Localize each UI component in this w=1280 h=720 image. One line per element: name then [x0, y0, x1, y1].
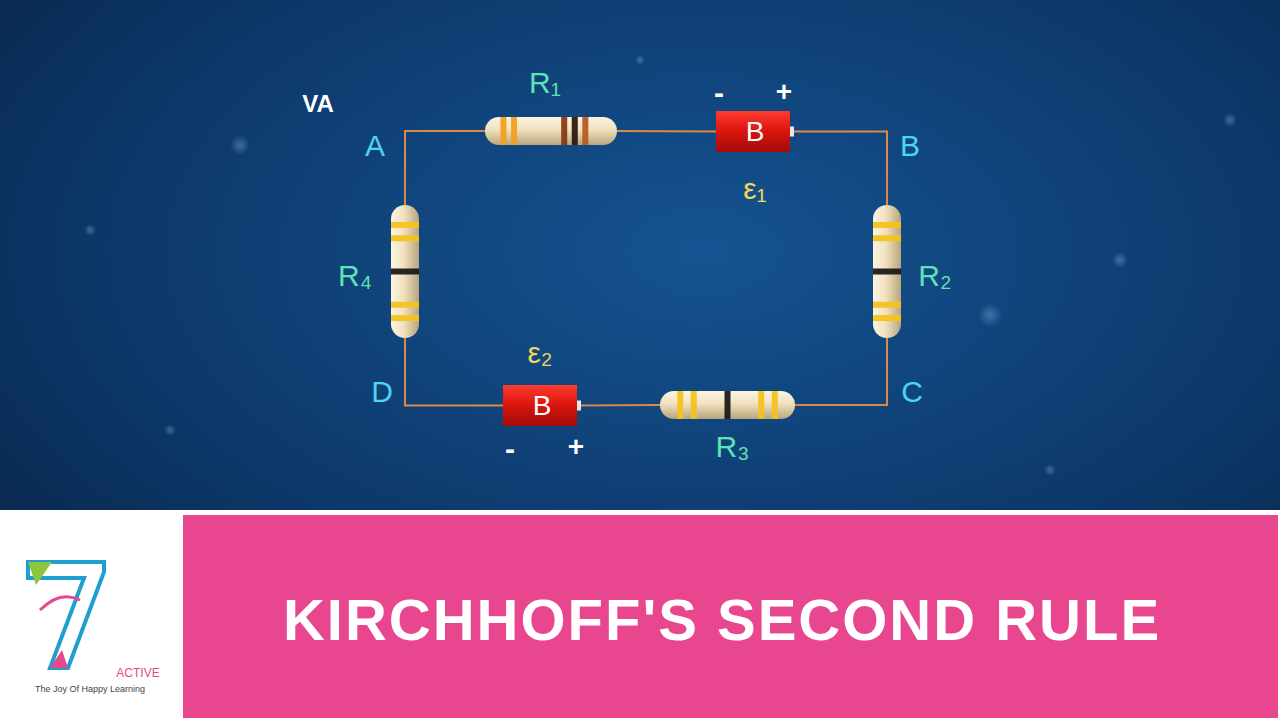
color-band	[391, 269, 419, 275]
color-band	[391, 235, 419, 241]
resistor-label: R₂	[918, 261, 951, 291]
battery-terminal	[577, 401, 581, 411]
resistor-label: R₁	[529, 68, 561, 98]
color-band	[391, 302, 419, 308]
logo-tagline: The Joy Of Happy Learning	[35, 685, 145, 694]
potential-label: VA	[302, 92, 334, 116]
circuit-wire	[405, 131, 485, 205]
color-band	[772, 391, 778, 419]
banner-ground	[0, 510, 1280, 720]
resistor-label: R₃	[716, 432, 750, 462]
color-band	[758, 391, 764, 419]
circuit-wire	[795, 338, 887, 405]
resistor-body	[873, 205, 901, 338]
junction-letter: C	[901, 377, 923, 407]
resistor: R₂	[873, 205, 901, 338]
battery-cell: Bε₁	[716, 111, 794, 152]
resistor-symbol	[391, 205, 419, 338]
resistor-body	[660, 391, 795, 419]
battery-cell: Bε₂	[503, 385, 581, 426]
junction-letter: D	[371, 377, 393, 407]
color-band	[873, 222, 901, 228]
battery-body	[503, 385, 577, 426]
resistor: R₃	[660, 391, 795, 419]
resistor: R₁	[485, 117, 617, 145]
battery-terminal	[790, 127, 794, 137]
color-band	[391, 315, 419, 321]
color-band	[691, 391, 697, 419]
circuit-wire	[794, 132, 887, 206]
circuit-wire	[617, 130, 716, 133]
logo-name: ACTIVE	[116, 667, 159, 679]
battery-body	[716, 111, 790, 152]
circuit-wire	[581, 404, 660, 407]
circuit-wire	[405, 338, 503, 406]
color-band	[873, 235, 901, 241]
emf-label: ε₂	[527, 338, 552, 368]
logo-seven	[28, 562, 104, 668]
resistor-label: R₄	[338, 261, 372, 291]
junction-letter: B	[900, 131, 920, 161]
battery-letter: B	[746, 118, 765, 146]
junction-letter: A	[365, 131, 385, 161]
resistor-body	[485, 117, 617, 145]
bokeh-dots	[84, 55, 1237, 476]
title-text: KIRCHHOFF'S SECOND RULE	[283, 591, 1161, 649]
color-band	[572, 117, 578, 145]
resistor-symbol	[485, 117, 617, 145]
color-band	[873, 315, 901, 321]
color-band	[677, 391, 683, 419]
color-band	[511, 117, 517, 145]
color-band	[725, 391, 731, 419]
resistor-body	[391, 205, 419, 338]
color-band	[582, 117, 588, 145]
title-band	[183, 515, 1278, 718]
resistor-symbol	[873, 205, 901, 338]
battery-letter: B	[533, 392, 552, 420]
resistor-symbol	[660, 391, 795, 419]
color-band	[873, 302, 901, 308]
resistor: R₄	[391, 205, 419, 338]
color-band	[500, 117, 506, 145]
color-band	[873, 269, 901, 275]
polarity-sign: -	[505, 434, 515, 464]
color-band	[561, 117, 567, 145]
color-band	[391, 222, 419, 228]
emf-label: ε₁	[743, 174, 767, 204]
polarity-sign: +	[568, 433, 584, 461]
polarity-sign: +	[776, 78, 792, 106]
polarity-sign: -	[714, 78, 724, 108]
